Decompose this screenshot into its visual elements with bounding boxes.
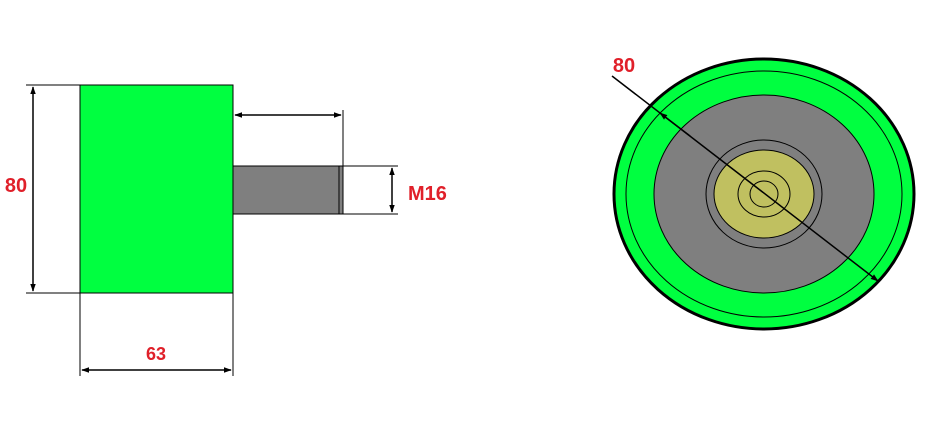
thread-label: M16 — [408, 183, 447, 205]
diameter-dimension-line — [611, 75, 879, 282]
diameter-label: 80 — [613, 55, 635, 77]
diameter-arrow-start — [659, 112, 691, 137]
side-view: 80 63 M16 — [5, 84, 447, 376]
width-label: 63 — [146, 344, 166, 364]
rubber-inner-ring — [625, 70, 903, 318]
threaded-stud — [232, 165, 344, 215]
height-label: 80 — [5, 175, 27, 197]
rubber-body-side — [79, 84, 234, 294]
front-view: 80 — [611, 55, 916, 331]
